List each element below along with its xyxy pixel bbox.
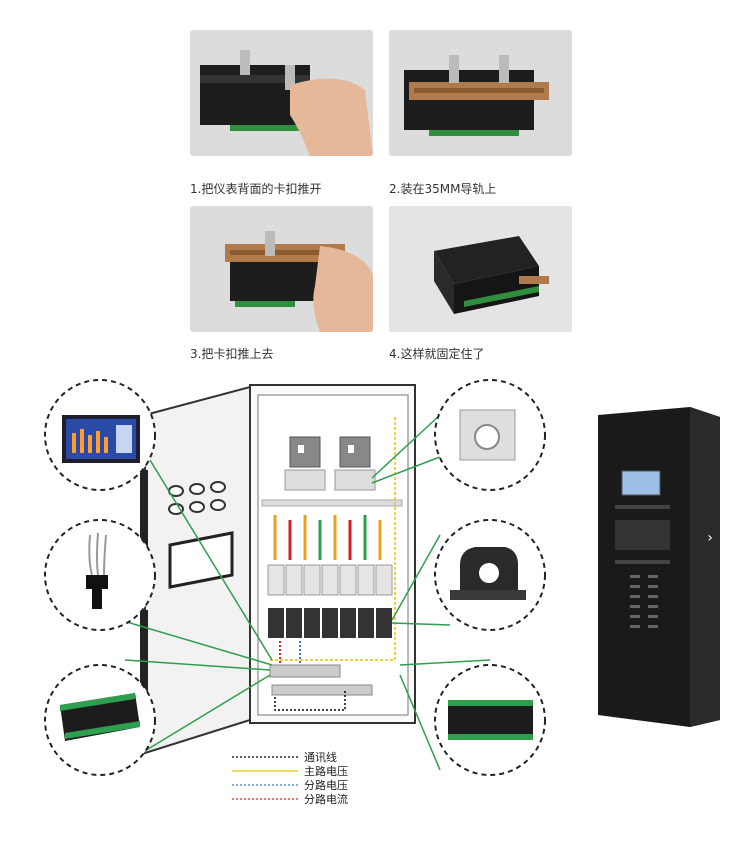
connector-lines bbox=[119, 414, 491, 771]
step-1-caption: 1.把仪表背面的卡扣推开 bbox=[190, 182, 322, 196]
component-circle-ct-square bbox=[434, 379, 546, 491]
step-2-caption: 2.装在35MM导轨上 bbox=[389, 182, 497, 196]
cabinet-body bbox=[249, 384, 416, 724]
legend-label-branch-voltage: 分路电压 bbox=[304, 779, 348, 792]
component-circle-meter-right bbox=[434, 664, 546, 776]
legend: 通讯线 主路电压 分路电压 分路电流 bbox=[232, 750, 348, 806]
legend-label-main-voltage: 主路电压 bbox=[304, 765, 348, 778]
component-circle-meter-left bbox=[44, 664, 156, 776]
cabinet-door bbox=[140, 385, 251, 755]
legend-label-branch-current: 分路电流 bbox=[304, 792, 348, 806]
component-circle-sensor-cable bbox=[44, 519, 156, 631]
step-3-caption: 3.把卡扣推上去 bbox=[190, 347, 274, 361]
component-circle-display bbox=[44, 379, 156, 491]
step-1-photo bbox=[190, 30, 373, 156]
rack-cabinet bbox=[598, 407, 720, 727]
step-3-photo bbox=[190, 206, 373, 332]
component-circle-ct-split bbox=[434, 519, 546, 631]
step-4-photo bbox=[389, 206, 572, 332]
wiring-diagram: 通讯线 主路电压 分路电压 分路电流 bbox=[44, 379, 720, 806]
step-2-photo bbox=[389, 30, 572, 156]
step-4-caption: 4.这样就固定住了 bbox=[389, 347, 485, 361]
chevron-right-icon[interactable]: › bbox=[707, 530, 713, 546]
legend-label-communication: 通讯线 bbox=[304, 750, 337, 764]
